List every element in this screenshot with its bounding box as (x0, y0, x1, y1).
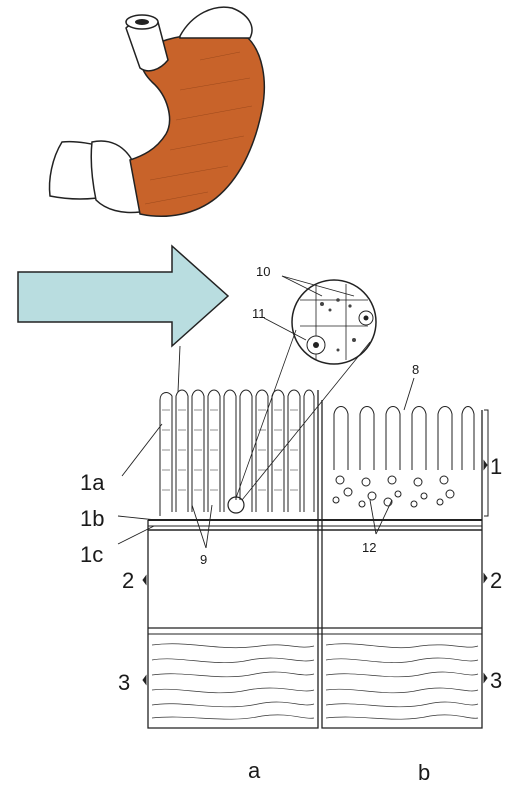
label-2-left: 2 (122, 568, 134, 593)
label-1a: 1a (80, 470, 105, 495)
stomach-fundus (180, 7, 252, 38)
label-10: 10 (256, 264, 270, 279)
label-1: 1 (490, 454, 502, 479)
panel-label-b: b (418, 760, 430, 785)
label-12: 12 (362, 540, 376, 555)
label-3-left: 3 (118, 670, 130, 695)
stomach-illustration (50, 7, 265, 216)
label-11: 11 (252, 306, 266, 321)
label-3-right: 3 (490, 668, 502, 693)
label-1b: 1b (80, 506, 104, 531)
panel-label-a: a (248, 758, 261, 783)
label-9: 9 (200, 552, 207, 567)
label-8: 8 (412, 362, 419, 377)
gastric-glands-b (333, 407, 474, 508)
direction-arrow (18, 246, 228, 346)
label-1c: 1c (80, 542, 103, 567)
label-2-right: 2 (490, 568, 502, 593)
